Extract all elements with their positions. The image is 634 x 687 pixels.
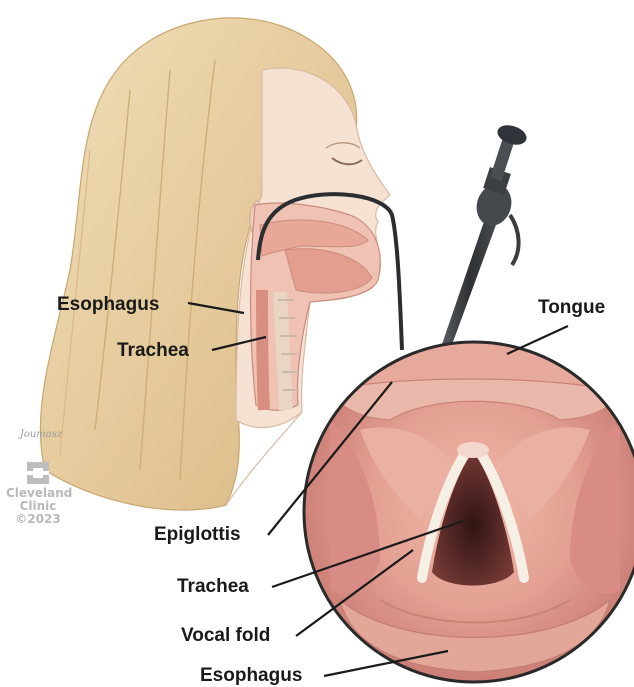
label-epiglottis: Epiglottis [154, 525, 241, 544]
larynx-inset [300, 338, 634, 683]
credit-org-line1: Cleveland [6, 487, 70, 500]
credit-year: ©2023 [6, 513, 70, 526]
label-trachea-inset: Trachea [177, 577, 249, 596]
endoscope-handle [440, 122, 529, 350]
label-esophagus-inset: Esophagus [200, 666, 302, 685]
label-esophagus-neck: Esophagus [57, 295, 159, 314]
credit-org-line2: Clinic [6, 500, 70, 513]
cleveland-clinic-logo-icon [27, 462, 49, 484]
label-tongue: Tongue [538, 298, 605, 317]
leader-tongue [507, 326, 568, 354]
label-vocal-fold: Vocal fold [181, 626, 270, 645]
artist-signature: Joumasz [14, 430, 68, 441]
label-trachea-neck: Trachea [117, 341, 189, 360]
